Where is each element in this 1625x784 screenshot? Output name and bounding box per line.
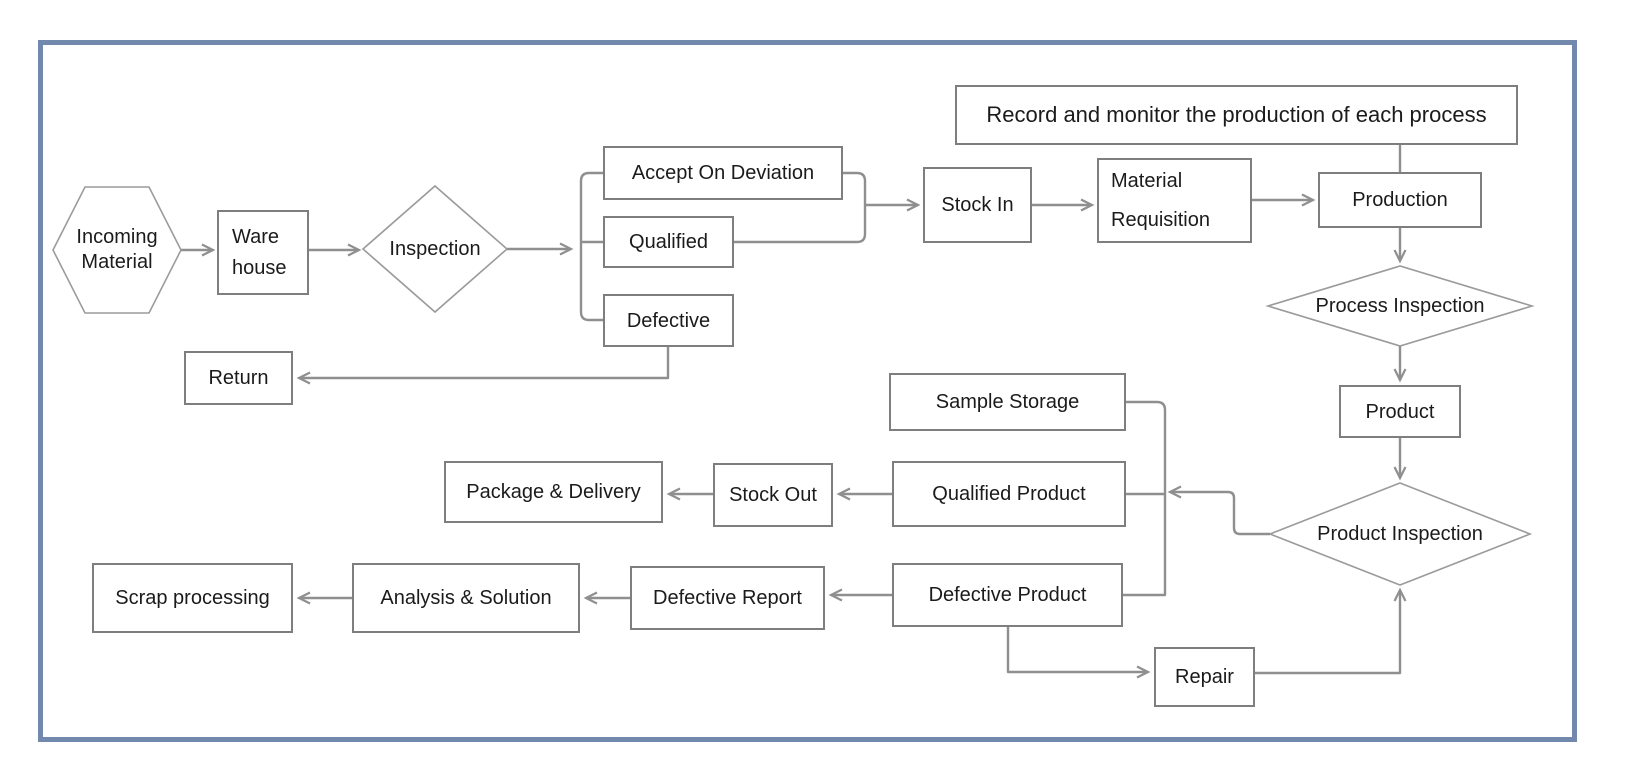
node-defective: Defective [603, 294, 734, 347]
node-material-requisition: Material Requisition [1097, 158, 1252, 243]
node-scrap-processing: Scrap processing [92, 563, 293, 633]
node-return: Return [184, 351, 293, 405]
bracket-accept-qualified-merge [734, 171, 867, 244]
node-defective-report: Defective Report [630, 566, 825, 630]
node-repair: Repair [1154, 647, 1255, 707]
edge-prodinsp-to-outcomes [1167, 485, 1270, 536]
node-process-inspection: Process Inspection [1315, 294, 1485, 317]
node-warehouse: Ware house [217, 210, 309, 295]
node-package-and-delivery: Package & Delivery [444, 461, 663, 523]
node-analysis-and-solution: Analysis & Solution [352, 563, 580, 633]
node-sample-storage: Sample Storage [889, 373, 1126, 431]
node-incoming-material: Incoming Material [76, 226, 158, 273]
edge-repair-to-prodinsp [1255, 587, 1407, 675]
node-product: Product [1339, 385, 1461, 438]
node-stock-out: Stock Out [713, 463, 833, 527]
bracket-outcome-boxes [1123, 400, 1167, 597]
edge-defective-to-return [296, 347, 670, 385]
node-accept-on-deviation: Accept On Deviation [603, 146, 843, 200]
node-production: Production [1318, 172, 1482, 228]
node-inspection: Inspection [389, 237, 481, 260]
bracket-inspection-branches [579, 171, 603, 322]
diamond-shape-product-inspection [1267, 482, 1533, 586]
diamond-shape-process-inspection [1265, 265, 1535, 347]
node-record-and-monitor: Record and monitor the production of eac… [955, 85, 1518, 145]
node-defective-product: Defective Product [892, 563, 1123, 627]
node-qualified: Qualified [603, 216, 734, 268]
edge-defectiveproduct-to-repair [1006, 627, 1151, 679]
node-stock-in: Stock In [923, 167, 1032, 243]
node-qualified-product: Qualified Product [892, 461, 1126, 527]
diagram-frame [38, 40, 1577, 742]
node-product-inspection: Product Inspection [1317, 522, 1483, 545]
